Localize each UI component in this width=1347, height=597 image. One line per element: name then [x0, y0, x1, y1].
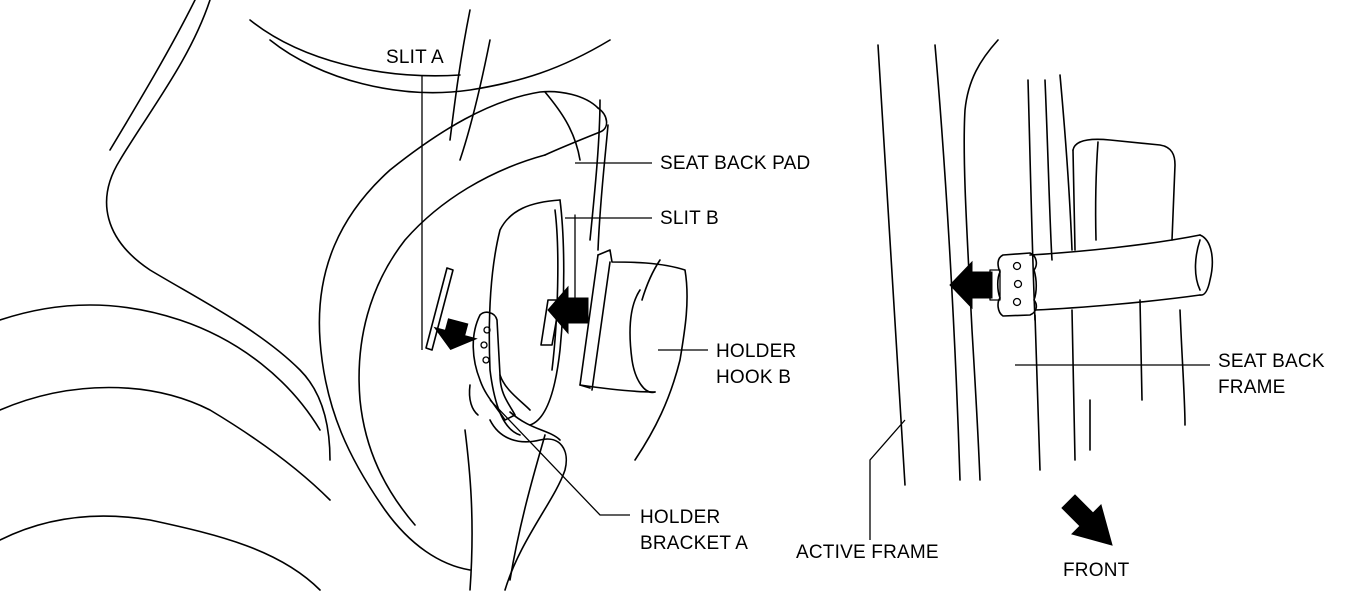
label-holder-hook-b-line1: HOLDER: [716, 341, 797, 362]
seat-back-illustration: [0, 0, 688, 591]
label-slit-a: SLIT A: [386, 47, 444, 68]
label-holder-hook-b-line2: HOOK B: [716, 367, 792, 388]
frame-illustration: [877, 39, 1214, 486]
label-holder-bracket-a-line2: BRACKET A: [640, 533, 749, 554]
arrow-icon-slit-b: [547, 285, 589, 335]
label-slit-b: SLIT B: [660, 208, 719, 229]
label-holder-bracket-a-line1: HOLDER: [640, 507, 721, 528]
leader-lines: [421, 75, 1210, 540]
label-active-frame: ACTIVE FRAME: [796, 542, 939, 563]
label-front: FRONT: [1063, 560, 1130, 581]
label-seat-back-pad: SEAT BACK PAD: [660, 153, 811, 174]
arrow-icon-slit-a: [433, 318, 478, 351]
label-seat-back-frame-line2: FRAME: [1218, 377, 1286, 398]
front-arrow-icon: [1061, 494, 1113, 546]
label-seat-back-frame-line1: SEAT BACK: [1218, 351, 1325, 372]
arrow-icon-active-frame: [949, 260, 993, 310]
